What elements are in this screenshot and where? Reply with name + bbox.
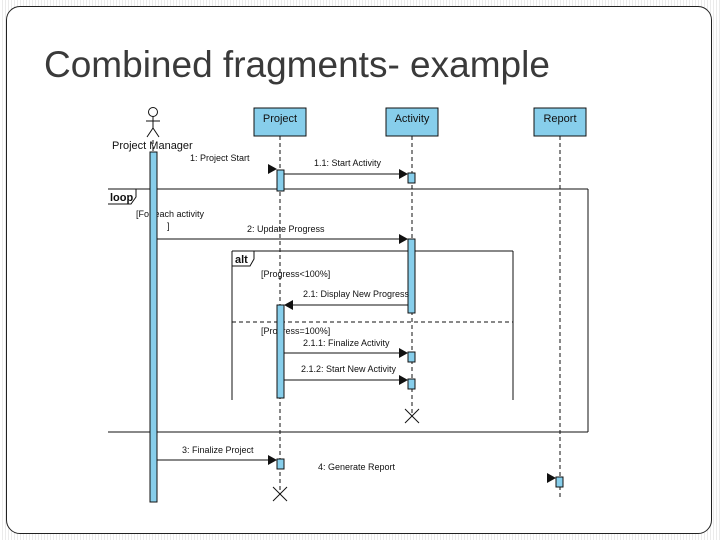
message-2-1-1: 2.1.1: Finalize Activity <box>284 338 408 358</box>
message-label-2-1: 2.1: Display New Progress <box>303 289 410 299</box>
message-label-1-1: 1.1: Start Activity <box>314 158 382 168</box>
alt-tag-outline <box>232 251 255 267</box>
arrowhead-4 <box>547 473 556 483</box>
destroy-mark-project <box>272 486 288 502</box>
actor-right-leg <box>152 127 160 138</box>
alt-fragment: alt [Progress<100%] [Progress=100%] <box>231 250 514 400</box>
slide-title: Combined fragments- example <box>44 44 550 85</box>
message-label-2-1-2: 2.1.2: Start New Activity <box>301 364 397 374</box>
message-2-1: 2.1: Display New Progress <box>284 289 410 310</box>
loop-keyword: loop <box>110 192 133 204</box>
alt-guard-1: [Progress<100%] <box>261 269 330 279</box>
message-3: 3: Finalize Project <box>157 445 277 465</box>
message-label-3: 3: Finalize Project <box>182 445 254 455</box>
message-4: 4: Generate Report <box>318 462 556 483</box>
activation-actor <box>149 151 158 503</box>
actor-project-manager: Project Manager <box>112 107 193 152</box>
arrowhead-2 <box>399 234 408 244</box>
destroy-mark-activity <box>404 408 420 424</box>
message-label-1: 1: Project Start <box>190 153 250 163</box>
message-1: 1: Project Start <box>190 153 277 174</box>
arrowhead-2-1-2 <box>399 375 408 385</box>
activation-project-2 <box>276 304 285 399</box>
message-label-4: 4: Generate Report <box>318 462 396 472</box>
loop-tag-outline <box>108 189 137 205</box>
lifeline-project: Project <box>253 107 307 137</box>
lifeline-label-report: Report <box>543 113 576 125</box>
message-1-1: 1.1: Start Activity <box>284 158 408 179</box>
arrowhead-3 <box>268 455 277 465</box>
message-label-2-1-1: 2.1.1: Finalize Activity <box>303 338 390 348</box>
actor-label: Project Manager <box>112 140 193 152</box>
message-label-2: 2: Update Progress <box>247 224 325 234</box>
activation-activity-4 <box>407 378 416 390</box>
loop-guard-line2: ] <box>167 221 170 231</box>
message-2-1-2: 2.1.2: Start New Activity <box>284 364 408 385</box>
arrowhead-1-1 <box>399 169 408 179</box>
activation-report <box>555 476 564 488</box>
activation-activity-2 <box>407 238 416 314</box>
alt-keyword: alt <box>235 254 248 266</box>
actor-left-leg <box>146 127 154 138</box>
arrowhead-1 <box>268 164 277 174</box>
arrowhead-2-1-1 <box>399 348 408 358</box>
loop-fragment: loop [For each activity ] <box>108 188 589 433</box>
lifeline-report: Report <box>533 107 587 137</box>
activation-activity-3 <box>407 351 416 363</box>
lifeline-head-activity <box>385 107 439 137</box>
activation-project-1 <box>276 169 285 192</box>
activation-activity-1 <box>407 172 416 184</box>
message-2: 2: Update Progress <box>157 224 408 244</box>
activation-project-3 <box>276 458 285 470</box>
loop-guard-line1: [For each activity <box>136 209 205 219</box>
lifeline-label-project: Project <box>263 113 297 125</box>
alt-guard-2: [Progress=100%] <box>261 326 330 336</box>
lifeline-label-activity: Activity <box>395 113 430 125</box>
lifeline-activity: Activity <box>385 107 439 137</box>
arrowhead-2-1 <box>284 300 293 310</box>
